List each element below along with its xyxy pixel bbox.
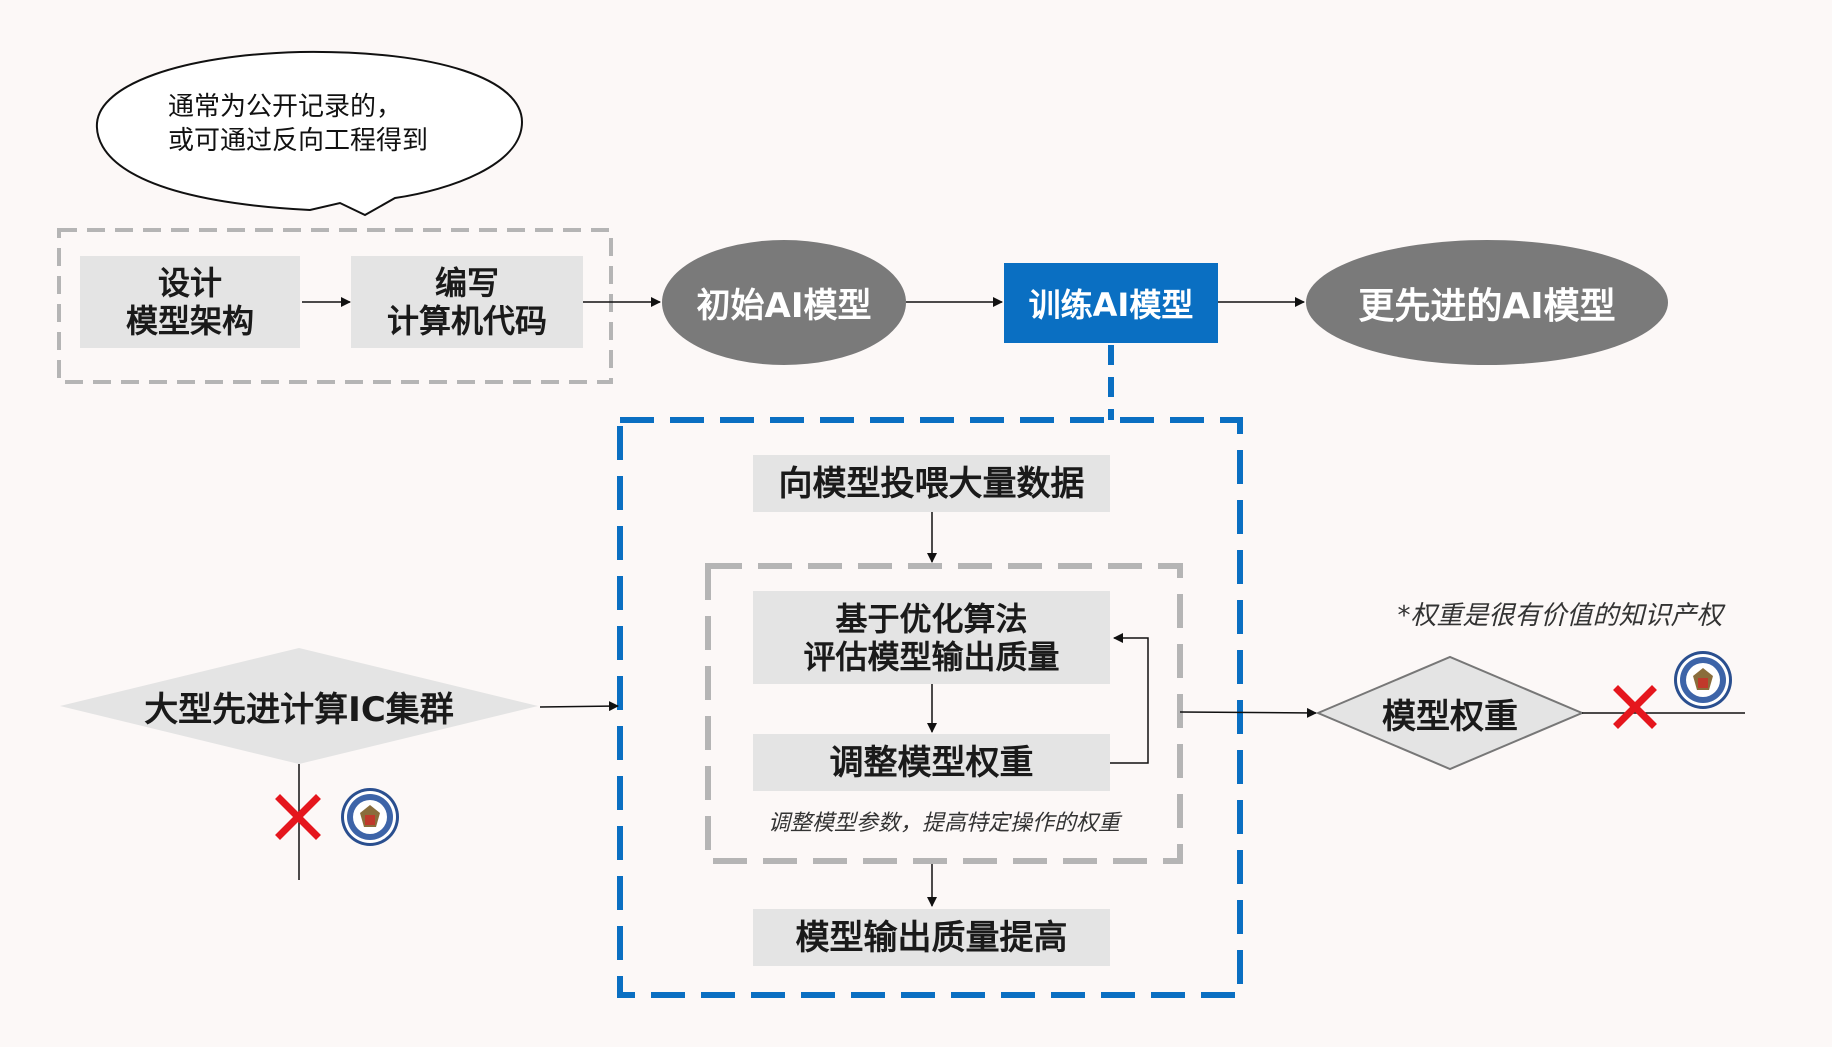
- advanced-model-label: 更先进的AI模型: [1358, 285, 1616, 327]
- evaluate-output-box: 基于优化算法 评估模型输出质量: [753, 591, 1110, 684]
- adjust-weights-box: 调整模型权重: [753, 734, 1110, 791]
- callout-bubble: [95, 50, 524, 217]
- train-model-box: 训练AI模型: [1004, 263, 1218, 343]
- red-cross-icon: [1613, 685, 1657, 729]
- cluster-label: 大型先进计算IC集群: [144, 689, 454, 730]
- us-seal-icon: [341, 788, 399, 846]
- initial-model-ellipse: 初始AI模型: [662, 240, 906, 365]
- train-model-label: 训练AI模型: [1028, 286, 1194, 324]
- weights-note: *权重是很有价值的知识产权: [1397, 601, 1723, 631]
- design-group-frame: [57, 228, 613, 384]
- adjust-note: 调整模型参数，提高特定操作的权重: [767, 811, 1120, 836]
- optimization-loop-frame: [705, 563, 1183, 864]
- red-cross-icon: [275, 794, 321, 840]
- us-seal-icon: [1674, 651, 1732, 709]
- write-code-box: 编写 计算机代码: [351, 256, 583, 348]
- improved-output-box: 模型输出质量提高: [753, 909, 1110, 966]
- initial-model-label: 初始AI模型: [696, 286, 872, 326]
- callout-text: 通常为公开记录的， 或可通过反向工程得到: [168, 92, 429, 156]
- weights-label: 模型权重: [1382, 696, 1518, 737]
- design-architecture-box: 设计 模型架构: [80, 256, 300, 348]
- advanced-model-ellipse: 更先进的AI模型: [1306, 240, 1668, 365]
- training-frame: [617, 417, 1243, 998]
- cluster-diamond: [60, 648, 538, 764]
- feed-data-box: 向模型投喂大量数据: [753, 455, 1110, 512]
